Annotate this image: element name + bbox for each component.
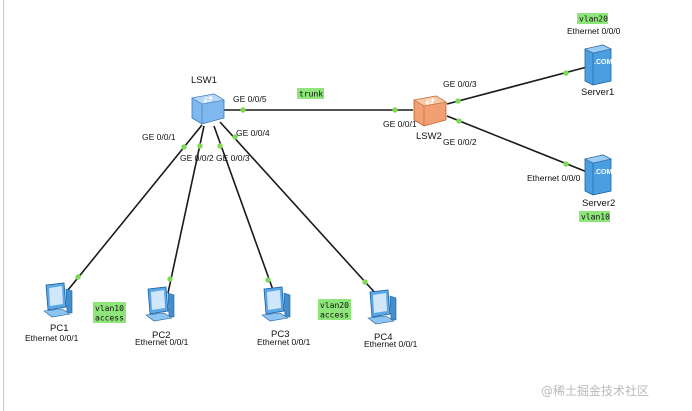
- note-pc-left[interactable]: vlan10 access: [93, 302, 126, 323]
- note-server2-vlan[interactable]: vlan10: [579, 211, 610, 222]
- port-label-pc1-eth: Ethernet 0/0/1: [25, 333, 79, 343]
- note-trunk[interactable]: trunk: [297, 88, 324, 99]
- lsw2-label: LSW2: [416, 131, 442, 142]
- canvas-frame-edge: [3, 0, 4, 411]
- port-dot-pc3: [265, 277, 271, 283]
- port-label-server1-eth: Ethernet 0/0/0: [567, 26, 621, 36]
- pc4[interactable]: [367, 289, 397, 325]
- port-dot-lsw1-ge005: [240, 107, 246, 113]
- server1-label: Server1: [581, 87, 614, 98]
- pc3-label: PC3: [271, 329, 289, 340]
- switch-lsw1[interactable]: [191, 93, 225, 125]
- port-dot-pc2: [167, 276, 173, 282]
- port-label-pc4-eth: Ethernet 0/0/1: [364, 339, 418, 349]
- pc4-label: PC4: [374, 332, 392, 343]
- pc2-label: PC2: [152, 330, 170, 341]
- port-label-lsw1-ge003: GE 0/0/3: [216, 153, 250, 163]
- port-dot-server1: [563, 70, 569, 76]
- pc2[interactable]: [145, 286, 175, 322]
- port-label-pc3-eth: Ethernet 0/0/1: [257, 337, 311, 347]
- port-dot-lsw2-ge003: [455, 98, 461, 104]
- port-dots: [75, 70, 569, 285]
- port-label-lsw2-ge003: GE 0/0/3: [443, 79, 477, 89]
- lsw1-label: LSW1: [191, 75, 217, 86]
- port-label-lsw1-ge002: GE 0/0/2: [180, 153, 214, 163]
- note-pc-right-vlan: vlan20: [320, 301, 349, 310]
- pc1[interactable]: [43, 282, 73, 318]
- note-trunk-text: trunk: [299, 90, 323, 99]
- pc3[interactable]: [261, 286, 291, 322]
- port-dot-lsw1-ge002: [197, 143, 203, 149]
- server1-badge: .COM: [594, 59, 612, 66]
- note-pc-left-vlan: vlan10: [95, 304, 124, 313]
- pc1-label: PC1: [50, 323, 68, 334]
- port-dot-lsw2-ge002: [456, 118, 462, 124]
- note-server1-vlan-text: vlan20: [579, 15, 608, 24]
- port-dot-pc1: [75, 274, 81, 280]
- port-dot-server2: [563, 161, 569, 167]
- note-pc-right[interactable]: vlan20 access: [318, 299, 351, 320]
- port-dot-pc4: [362, 279, 368, 285]
- link-lsw1-pc3[interactable]: [213, 125, 274, 291]
- server2-label: Server2: [582, 198, 615, 209]
- port-label-lsw1-ge001: GE 0/0/1: [142, 132, 176, 142]
- link-lsw1-pc4[interactable]: [219, 121, 378, 296]
- port-label-lsw2-ge002: GE 0/0/2: [443, 137, 477, 147]
- switch-lsw2[interactable]: [413, 95, 447, 127]
- note-server1-vlan[interactable]: vlan20: [577, 13, 608, 24]
- port-dot-lsw2-ge001: [392, 107, 398, 113]
- server1[interactable]: .COM: [584, 44, 612, 86]
- note-pc-left-mode: access: [95, 314, 124, 323]
- port-dot-lsw1-ge001: [181, 144, 187, 150]
- link-lsw1-pc2[interactable]: [167, 125, 205, 294]
- port-label-pc2-eth: Ethernet 0/0/1: [135, 337, 189, 347]
- port-dot-lsw1-ge004: [232, 134, 238, 140]
- port-label-lsw1-ge005: GE 0/0/5: [233, 94, 267, 104]
- watermark: @稀土掘金技术社区: [541, 383, 649, 398]
- link-lsw1-pc1[interactable]: [67, 124, 203, 291]
- note-pc-right-mode: access: [320, 311, 349, 320]
- server2[interactable]: .COM: [584, 154, 612, 196]
- port-label-lsw2-ge001: GE 0/0/1: [383, 119, 417, 129]
- port-label-server2-eth: Ethernet 0/0/0: [527, 173, 581, 183]
- links: [67, 66, 588, 296]
- port-dot-lsw1-ge003: [217, 143, 223, 149]
- server2-badge: .COM: [594, 169, 612, 176]
- note-server2-vlan-text: vlan10: [581, 213, 610, 222]
- port-label-lsw1-ge004: GE 0/0/4: [236, 128, 270, 138]
